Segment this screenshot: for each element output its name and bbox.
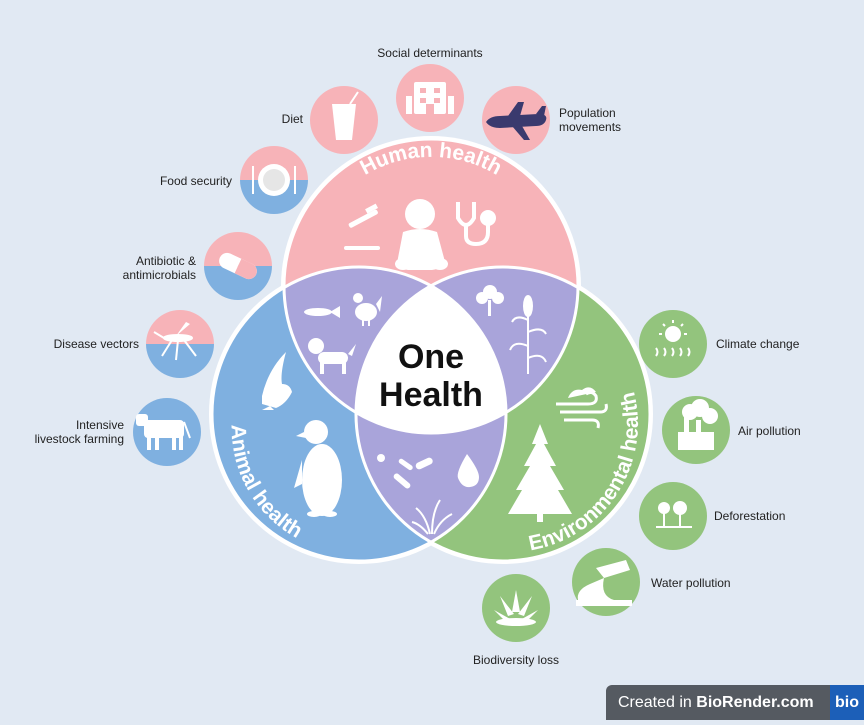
label-disease-vectors: Disease vectors [53, 337, 139, 351]
fish-icon [304, 306, 340, 318]
biorender-watermark[interactable]: Created in BioRender.com bio [606, 685, 864, 720]
glass-icon [332, 104, 356, 140]
deforestation-node [639, 482, 707, 550]
center-title-line2: Health [379, 376, 483, 414]
flower-tree-icon [476, 285, 504, 316]
water-pollution-node [572, 548, 640, 616]
label-deforestation: Deforestation [714, 509, 786, 523]
livestock-node [133, 398, 201, 466]
airplane-icon [486, 102, 547, 140]
stethoscope-icon [456, 202, 496, 247]
pine-tree-icon [508, 424, 572, 522]
succulent-icon [494, 590, 538, 626]
water-drop-icon [457, 454, 479, 488]
corn-icon [509, 295, 547, 374]
label-climate-change: Climate change [716, 337, 800, 351]
label-food-security: Food security [159, 174, 232, 188]
baby-icon [395, 199, 448, 270]
watermark-prefix: Created in [618, 693, 697, 711]
chicken-icon [353, 293, 382, 326]
mosquito-icon [153, 322, 197, 361]
sun-icon [655, 320, 691, 357]
label-air-pollution: Air pollution [738, 424, 801, 438]
climate-change-node [639, 310, 707, 378]
label-diet: Diet [281, 112, 303, 126]
label-livestock: Intensive livestock farming [34, 418, 124, 446]
pill-icon [219, 252, 257, 280]
trees-icon [656, 501, 692, 528]
diet-node [310, 86, 378, 154]
label-antibiotic: Antibiotic & antimicrobials [122, 254, 196, 282]
penguin-icon [294, 420, 342, 517]
bacteria-icon [377, 454, 433, 489]
plate-icon [252, 164, 296, 196]
label-water-pollution: Water pollution [651, 576, 731, 590]
dog-icon [308, 338, 356, 374]
label-biodiversity-loss: Biodiversity loss [472, 653, 560, 667]
factory-icon [678, 399, 718, 450]
one-health-title: One Health [351, 338, 511, 414]
label-population-movements: Population movements [559, 106, 622, 134]
cow-icon [136, 414, 191, 450]
grass-icon [411, 499, 453, 535]
biorender-logo: bio [830, 685, 864, 720]
disease-vectors-node [146, 310, 214, 378]
center-title-line1: One [397, 338, 465, 376]
toothbrush-icon [348, 203, 379, 228]
label-social-determinants: Social determinants [377, 46, 483, 60]
hospital-icon [406, 82, 454, 114]
biodiversity-loss-node [482, 574, 550, 642]
population-movements-node [482, 86, 550, 154]
food-security-node [240, 146, 308, 214]
air-pollution-node [662, 396, 730, 464]
social-determinants-node [396, 64, 464, 132]
pipe-icon [576, 560, 632, 606]
wind-icon [556, 387, 608, 429]
bird-icon [262, 352, 292, 410]
antibiotic-node [204, 232, 272, 300]
watermark-brand: BioRender.com [696, 693, 814, 711]
